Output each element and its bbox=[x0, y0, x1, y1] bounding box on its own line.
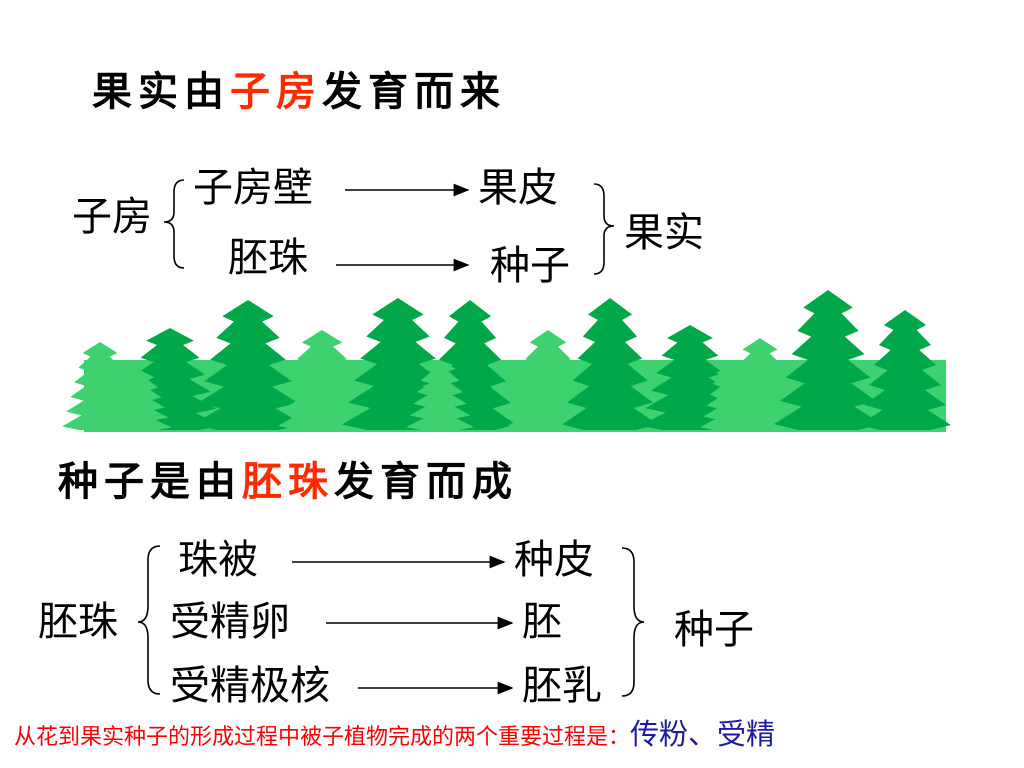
title-highlight: 胚珠 bbox=[242, 458, 334, 505]
right-brace bbox=[621, 547, 645, 697]
footer: 从花到果实种子的形成过程中被子植物完成的两个重要过程是：传粉、受精 bbox=[14, 720, 775, 749]
to-label: 种子 bbox=[490, 243, 570, 289]
tree bbox=[859, 310, 951, 430]
from-label: 珠被 bbox=[178, 537, 258, 583]
from-label: 受精极核 bbox=[170, 663, 330, 709]
tree bbox=[108, 370, 172, 430]
tree bbox=[192, 300, 304, 430]
section1-title: 果实由子房发育而来 bbox=[92, 72, 506, 112]
from-label: 子房壁 bbox=[193, 165, 313, 211]
footer-question: 从花到果实种子的形成过程中被子植物完成的两个重要过程是： bbox=[14, 725, 631, 750]
left-brace bbox=[163, 179, 185, 269]
title-text: 果实由 bbox=[92, 68, 230, 115]
title-text: 发育而来 bbox=[322, 68, 506, 115]
tree bbox=[278, 330, 366, 430]
title-text: 发育而成 bbox=[334, 458, 518, 505]
result-label: 种子 bbox=[674, 607, 754, 653]
to-label: 胚乳 bbox=[522, 663, 602, 709]
tree bbox=[700, 365, 760, 430]
from-label: 胚珠 bbox=[228, 235, 308, 281]
right-brace bbox=[593, 183, 615, 275]
source-label: 胚珠 bbox=[38, 599, 118, 645]
left-brace bbox=[137, 545, 161, 695]
tree bbox=[562, 298, 658, 430]
tree bbox=[406, 360, 474, 430]
result-label: 果实 bbox=[624, 210, 704, 256]
to-label: 种皮 bbox=[514, 537, 594, 583]
title-highlight: 子房 bbox=[230, 68, 322, 115]
section2-title: 种子是由胚珠发育而成 bbox=[58, 462, 518, 502]
title-text: 种子是由 bbox=[58, 458, 242, 505]
source-label: 子房 bbox=[72, 194, 152, 240]
tree bbox=[508, 330, 588, 430]
footer-answer: 传粉、受精 bbox=[630, 717, 776, 751]
from-label: 受精卵 bbox=[170, 599, 290, 645]
to-label: 胚 bbox=[522, 599, 562, 645]
tree bbox=[774, 290, 882, 430]
to-label: 果皮 bbox=[478, 165, 558, 211]
